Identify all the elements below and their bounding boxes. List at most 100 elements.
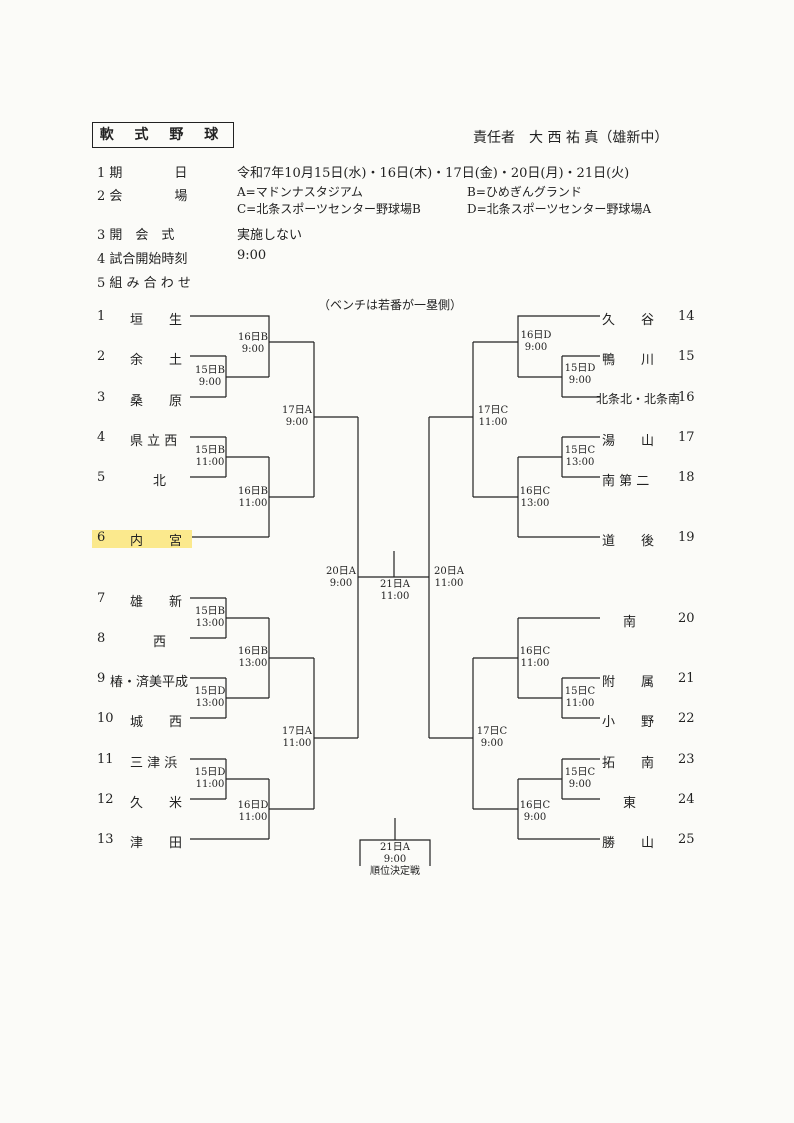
- team-no-4: 4: [97, 430, 106, 445]
- team-name-9: 椿・済美平成: [110, 675, 189, 690]
- team-no-22: 22: [678, 711, 695, 726]
- info-label-venue: 2 会 場: [97, 189, 188, 204]
- team-name-20: 南: [623, 615, 637, 630]
- page-title: 軟 式 野 球: [92, 122, 234, 148]
- team-name-2: 余 土: [130, 353, 183, 368]
- info-value-ceremony: 実施しない: [237, 228, 303, 243]
- line-third-place: [359, 818, 431, 866]
- line-r-g17c9: [429, 658, 474, 809]
- bench-note: （ベンチは若番が一塁側）: [318, 298, 463, 312]
- team-no-17: 17: [678, 430, 695, 445]
- team-name-13: 津 田: [130, 836, 183, 851]
- info-label-ceremony: 3 開 会 式: [97, 228, 175, 243]
- team-no-25: 25: [678, 832, 695, 847]
- team-name-12: 久 米: [130, 796, 183, 811]
- info-label-start: 4 試合開始時刻: [97, 252, 188, 267]
- info-value-start: 9:00: [237, 248, 267, 263]
- info-label-pairing: 5 組 み 合 わ せ: [97, 276, 191, 291]
- responsible-person: 責任者 大 西 祐 真（雄新中）: [473, 130, 669, 146]
- team-name-10: 城 西: [130, 715, 183, 730]
- info-value-date: 令和7年10月15日(水)・16日(木)・17日(金)・20日(月)・21日(火…: [237, 166, 630, 181]
- team-no-20: 20: [678, 611, 695, 626]
- team-no-13: 13: [97, 832, 114, 847]
- team-name-18: 南 第 二: [602, 474, 650, 489]
- team-no-10: 10: [97, 711, 114, 726]
- team-no-19: 19: [678, 530, 695, 545]
- line-l-g15b9: [225, 356, 269, 397]
- team-name-17: 湯 山: [602, 434, 655, 449]
- team-no-2: 2: [97, 349, 106, 364]
- team-name-23: 拓 南: [602, 756, 655, 771]
- team-name-4: 県 立 西: [130, 434, 178, 449]
- highlight-team-6: [92, 530, 192, 548]
- team-name-15: 鴨 川: [602, 353, 655, 368]
- team-name-16: 北条北・北条南: [596, 392, 681, 406]
- team-no-14: 14: [678, 309, 695, 324]
- team-name-1: 垣 生: [130, 313, 183, 328]
- team-name-11: 三 津 浜: [130, 756, 178, 771]
- line-l-g17a9: [313, 342, 358, 497]
- line-r-g15c13: [518, 437, 563, 477]
- line-r-g16c13: [473, 457, 519, 537]
- line-r-g16c9: [473, 779, 519, 839]
- line-l-team1: [190, 315, 270, 377]
- team-name-14: 久 谷: [602, 313, 655, 328]
- team-no-21: 21: [678, 671, 695, 686]
- team-no-5: 5: [97, 470, 106, 485]
- team-name-7: 雄 新: [130, 595, 183, 610]
- team-name-22: 小 野: [602, 715, 655, 730]
- team-no-9: 9: [97, 671, 106, 686]
- team-name-6: 内 宮: [130, 534, 183, 549]
- line-r-g15c9: [518, 759, 563, 799]
- team-name-19: 道 後: [602, 534, 655, 549]
- team-no-3: 3: [97, 390, 106, 405]
- line-l-g15d13: [225, 678, 269, 718]
- line-l-g20a9: [357, 417, 429, 738]
- team-name-5: 北: [153, 474, 167, 489]
- team-name-25: 勝 山: [602, 836, 655, 851]
- line-l-g15b11: [225, 437, 269, 477]
- venue-d: D=北条スポーツセンター野球場A: [467, 202, 652, 216]
- team-no-23: 23: [678, 752, 695, 767]
- team-no-24: 24: [678, 792, 695, 807]
- team-no-6: 6: [97, 530, 106, 545]
- info-label-date: 1 期 日: [97, 166, 188, 181]
- line-r-g16c11: [473, 618, 519, 698]
- line-l-g15d11: [225, 759, 269, 799]
- team-no-15: 15: [678, 349, 695, 364]
- team-no-1: 1: [97, 309, 106, 324]
- team-name-3: 桑 原: [130, 394, 183, 409]
- team-no-8: 8: [97, 631, 106, 646]
- team-no-7: 7: [97, 591, 106, 606]
- line-l-g15b13: [225, 598, 269, 638]
- venue-a: A=マドンナスタジアム: [237, 185, 363, 199]
- line-r-g15d9: [518, 356, 563, 397]
- team-no-16: 16: [678, 390, 695, 405]
- line-l-g17a11: [313, 658, 358, 809]
- venue-b: B=ひめぎんグランド: [467, 185, 582, 199]
- line-r-g15c11: [518, 678, 563, 718]
- team-name-24: 東: [623, 796, 637, 811]
- line-l-g16b13: [268, 618, 314, 698]
